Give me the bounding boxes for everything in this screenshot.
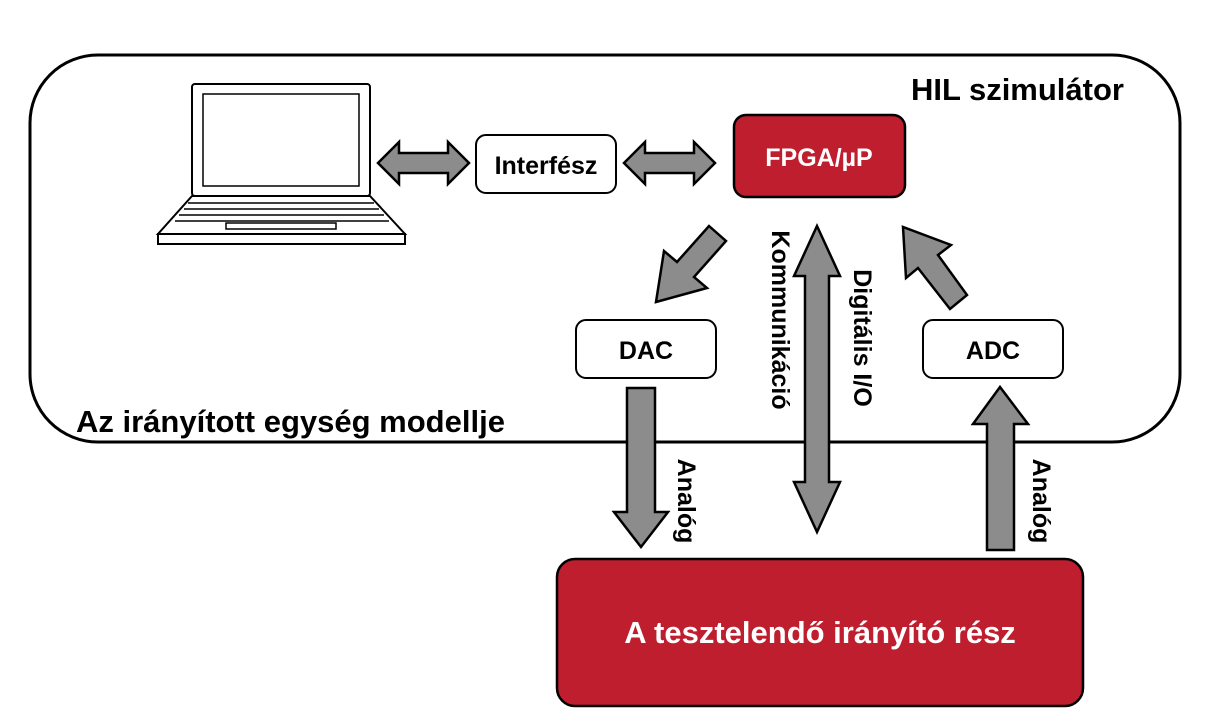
controller-under-test-block [555, 557, 1085, 708]
digital-io-arrow [792, 223, 842, 535]
adc-analog-arrow [970, 384, 1031, 552]
fpga-block [732, 113, 907, 199]
hil-simulator-title: HIL szimulátor [911, 72, 1124, 107]
adc-label: ADC [966, 337, 1020, 365]
dac-block [575, 319, 717, 379]
digital-io-label: Digitális I/O [848, 269, 876, 407]
dac-label: DAC [619, 337, 673, 365]
analog-out-label: Analóg [672, 459, 700, 544]
laptop-interface-arrow [376, 138, 471, 188]
dac-analog-arrow [611, 386, 671, 550]
interface-label: Interfész [495, 152, 598, 180]
communication-label: Kommunikáció [766, 230, 794, 409]
plant-model-label: Az irányított egység modellje [76, 404, 505, 439]
analog-in-label: Analóg [1027, 459, 1055, 544]
adc-block [922, 319, 1064, 379]
interface-fpga-arrow [622, 138, 717, 188]
laptop-icon [155, 83, 408, 245]
controller-under-test-label: A tesztelendő irányító rész [624, 615, 1016, 650]
fpga-to-dac-arrow [654, 224, 728, 304]
adc-to-fpga-arrow [901, 225, 969, 311]
interface-block [475, 134, 617, 194]
fpga-label: FPGA/µP [765, 144, 872, 172]
